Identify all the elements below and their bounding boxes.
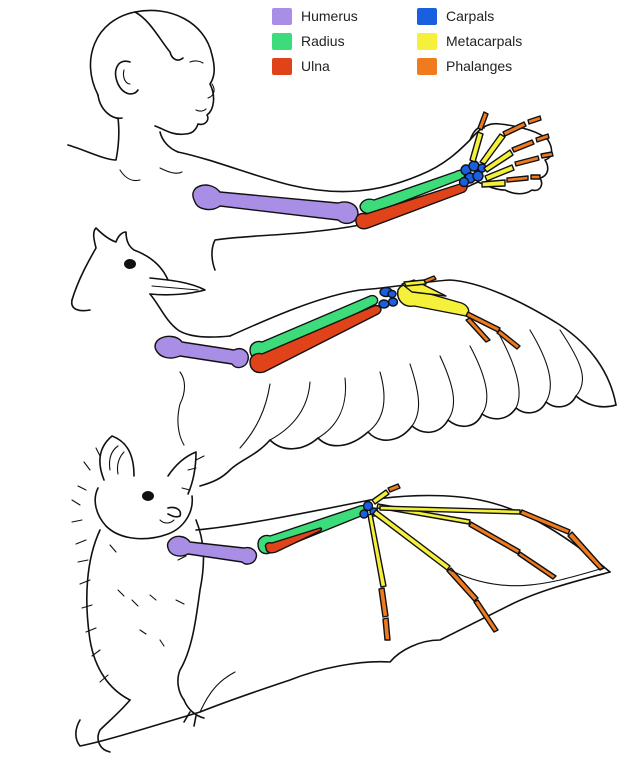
bat-humerus: [166, 535, 258, 565]
bird-bones: [154, 275, 521, 374]
legend-label-humerus: Humerus: [301, 8, 358, 24]
legend-label-phalanges: Phalanges: [446, 58, 513, 74]
legend-label-ulna: Ulna: [301, 58, 330, 74]
legend-item-ulna: Ulna: [272, 56, 330, 76]
legend-item-metacarpals: Metacarpals: [417, 31, 522, 51]
legend-label-carpals: Carpals: [446, 8, 495, 24]
radius-swatch: [272, 32, 292, 50]
legend-item-carpals: Carpals: [417, 6, 494, 26]
human-phalanges: [477, 111, 554, 183]
carpals-swatch: [417, 7, 437, 25]
human-metacarpals: [469, 131, 515, 188]
bird-radius: [249, 294, 379, 361]
bird-metacarpals: [397, 279, 470, 317]
bird-ulna: [249, 304, 382, 374]
bat-carpals: [359, 500, 379, 519]
legend-item-radius: Radius: [272, 31, 345, 51]
bird-figure: [70, 227, 617, 487]
phalanges-swatch: [417, 57, 437, 75]
bird-humerus: [154, 335, 249, 369]
human-bones: [192, 111, 554, 230]
humerus-swatch: [272, 7, 292, 25]
legend-label-metacarpals: Metacarpals: [446, 33, 523, 49]
bat-figure: [71, 435, 611, 753]
legend-label-radius: Radius: [301, 33, 345, 49]
bird-phalanges: [423, 275, 521, 350]
ulna-swatch: [272, 57, 292, 75]
legend-item-humerus: Humerus: [272, 6, 358, 26]
bat-bones: [166, 483, 605, 641]
legend: Humerus Radius Ulna Carpals Metacarpals …: [272, 4, 562, 76]
bat-ulna: [264, 527, 323, 554]
metacarpals-swatch: [417, 32, 437, 50]
bat-phalanges: [378, 483, 605, 641]
human-humerus: [192, 184, 359, 225]
bat-metacarpals: [367, 489, 521, 588]
legend-item-phalanges: Phalanges: [417, 56, 512, 76]
human-carpals: [458, 160, 487, 188]
bird-carpals: [378, 286, 399, 309]
